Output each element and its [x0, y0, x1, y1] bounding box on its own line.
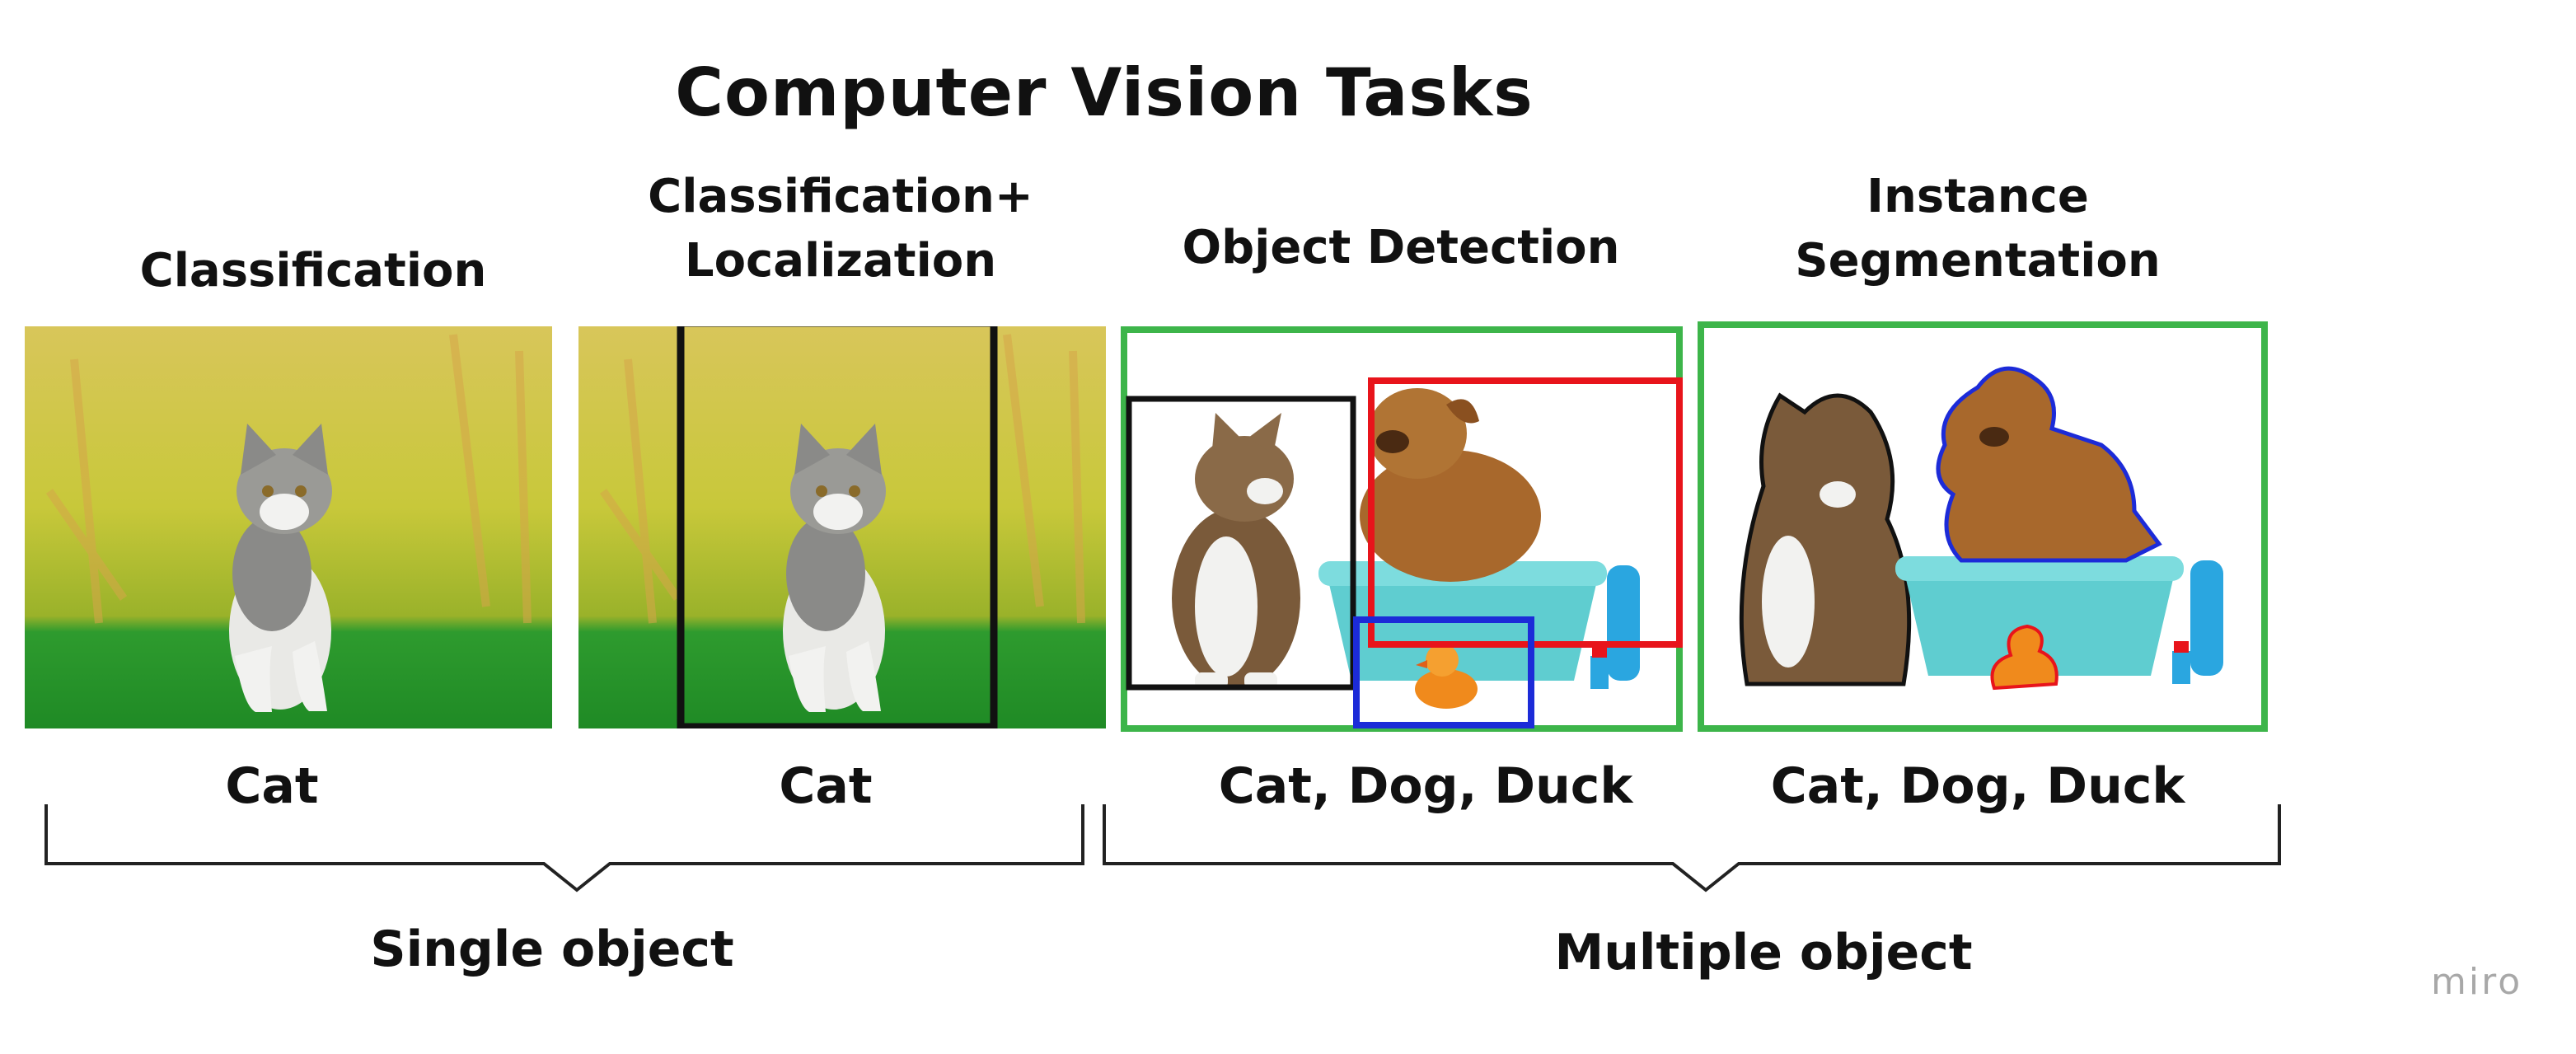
heading-instance-segmentation: Instance Segmentation: [1698, 165, 2258, 293]
dog-icon: [1360, 388, 1541, 582]
caption-instance-segmentation: Cat, Dog, Duck: [1770, 757, 2185, 815]
cat-icon: [1739, 392, 1912, 686]
localization-photo: [578, 326, 1106, 728]
miro-watermark: miro: [2431, 961, 2523, 1003]
multiple-object-bracket: [1103, 804, 2281, 892]
group-label-single: Single object: [370, 920, 734, 978]
localization-bounding-box: [677, 326, 998, 728]
classification-photo: [25, 326, 552, 728]
caption-object-detection: Cat, Dog, Duck: [1218, 757, 1633, 815]
bottle-icon: [2172, 560, 2223, 684]
caption-localization: Cat: [779, 757, 873, 815]
heading-detection-line1: Object Detection: [1182, 221, 1620, 274]
heading-localization-line1: Classification+: [648, 170, 1033, 223]
dog-bounding-box: [1368, 377, 1683, 648]
duck-bounding-box: [1353, 616, 1534, 728]
cat-icon: [783, 424, 886, 712]
diagram-title: Computer Vision Tasks: [675, 54, 1534, 131]
heading-segmentation-line2: Segmentation: [1795, 234, 2161, 288]
dog-icon: [1936, 366, 2162, 563]
heading-localization-line2: Localization: [684, 234, 997, 288]
duck-icon: [1415, 644, 1478, 709]
duck-icon: [1990, 624, 2058, 691]
group-label-multiple: Multiple object: [1554, 924, 1973, 981]
single-object-bracket: [44, 804, 1084, 892]
object-detection-photo: [1121, 326, 1683, 732]
heading-classification-line1: Classification: [139, 244, 487, 297]
instance-segmentation-photo: [1698, 321, 2268, 732]
heading-segmentation-line1: Instance: [1866, 170, 2089, 223]
heading-classification: Classification: [25, 239, 602, 303]
cat-icon: [1172, 413, 1300, 689]
cat-bounding-box: [1126, 396, 1356, 691]
caption-classification: Cat: [225, 757, 319, 815]
heading-object-detection: Object Detection: [1121, 216, 1681, 280]
bottle-icon: [1590, 565, 1640, 689]
cat-icon: [229, 424, 332, 712]
heading-classification-localization: Classification+ Localization: [577, 165, 1104, 293]
